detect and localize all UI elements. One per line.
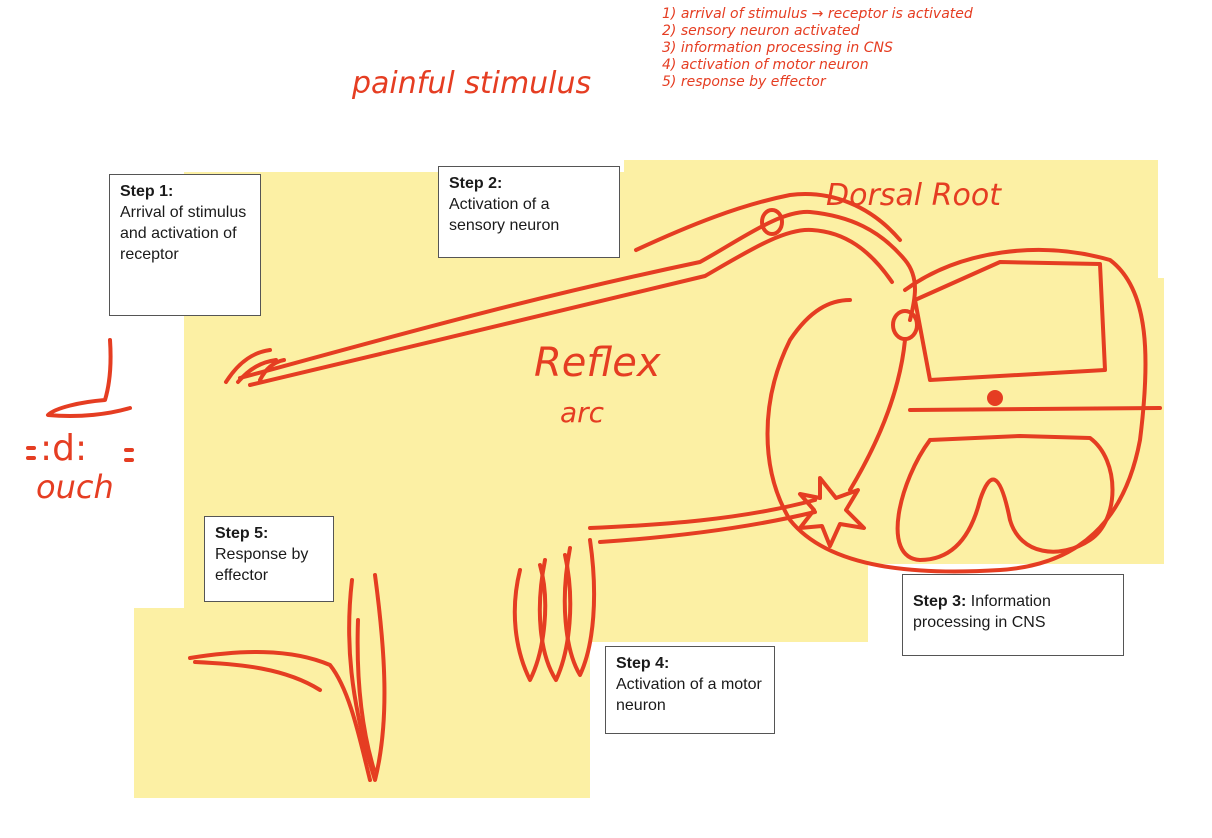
interneuron-loop [891, 309, 919, 341]
step-1-text: Arrival of stimulus and activation of re… [120, 204, 247, 263]
handwritten-step-2: 2) sensory neuron activated [662, 23, 860, 39]
motor-neuron-star [798, 476, 866, 548]
dorsal-dot [987, 390, 1003, 406]
step-1-box: Step 1: Arrival of stimulus and activati… [109, 174, 261, 316]
face-label: :d: [40, 428, 88, 469]
step-1-title: Step 1: [120, 183, 174, 200]
limb-stroke-2 [193, 660, 322, 692]
muscle-bundle-2 [537, 553, 573, 682]
step-2-title: Step 2: [449, 175, 503, 192]
muscle-bundle-1 [512, 563, 548, 682]
motor-axon-upper [588, 498, 817, 530]
ganglion-cell [760, 208, 784, 236]
step-4-text: Activation of a motor neuron [616, 676, 762, 714]
step-3-text: Information processing in CNS [913, 593, 1051, 631]
face-outline [46, 338, 132, 418]
handwritten-step-5: 5) response by effector [662, 74, 826, 90]
handwritten-step-1: 1) arrival of stimulus → receptor is act… [662, 6, 973, 22]
step-5-title: Step 5: [215, 525, 269, 542]
step-2-text: Activation of a sensory neuron [449, 196, 560, 234]
interneuron-path [848, 338, 907, 492]
handwritten-step-4: 4) activation of motor neuron [662, 57, 869, 73]
note-bg-right [850, 278, 1164, 564]
grey-matter-upper [913, 260, 1107, 382]
step-3-title: Step 3: [913, 593, 967, 610]
arc-label: arc [560, 396, 605, 429]
step-3-box: Step 3: Information processing in CNS [902, 574, 1124, 656]
dorsal-root-branch [634, 192, 902, 252]
spinal-cord-outline [765, 248, 1148, 574]
step-4-title: Step 4: [616, 655, 670, 672]
motor-axon-lower [598, 510, 817, 544]
face-dots [26, 446, 134, 462]
dorsal-root-label: Dorsal Root [826, 178, 1001, 213]
effector-muscle-outer [347, 573, 387, 782]
step-4-box: Step 4: Activation of a motor neuron [605, 646, 775, 734]
receptor-fingers [224, 348, 286, 384]
effector-muscle-inner [355, 618, 376, 772]
ouch-label: ouch [36, 468, 114, 506]
step-5-text: Response by effector [215, 546, 309, 584]
step-2-box: Step 2: Activation of a sensory neuron [438, 166, 620, 258]
handwritten-steps-list: 1) arrival of stimulus → receptor is act… [662, 6, 973, 91]
step-5-box: Step 5: Response by effector [204, 516, 334, 602]
muscle-bundle-3 [562, 538, 597, 677]
sensory-neuron-lower [248, 227, 894, 387]
reflex-label: Reflex [534, 340, 661, 386]
handwritten-step-3: 3) information processing in CNS [662, 40, 893, 56]
limb-stroke-1 [188, 650, 372, 782]
grey-matter-lower [895, 434, 1115, 562]
handwritten-title: painful stimulus [352, 66, 592, 101]
central-line [908, 406, 1162, 412]
sensory-neuron-upper [238, 209, 917, 380]
